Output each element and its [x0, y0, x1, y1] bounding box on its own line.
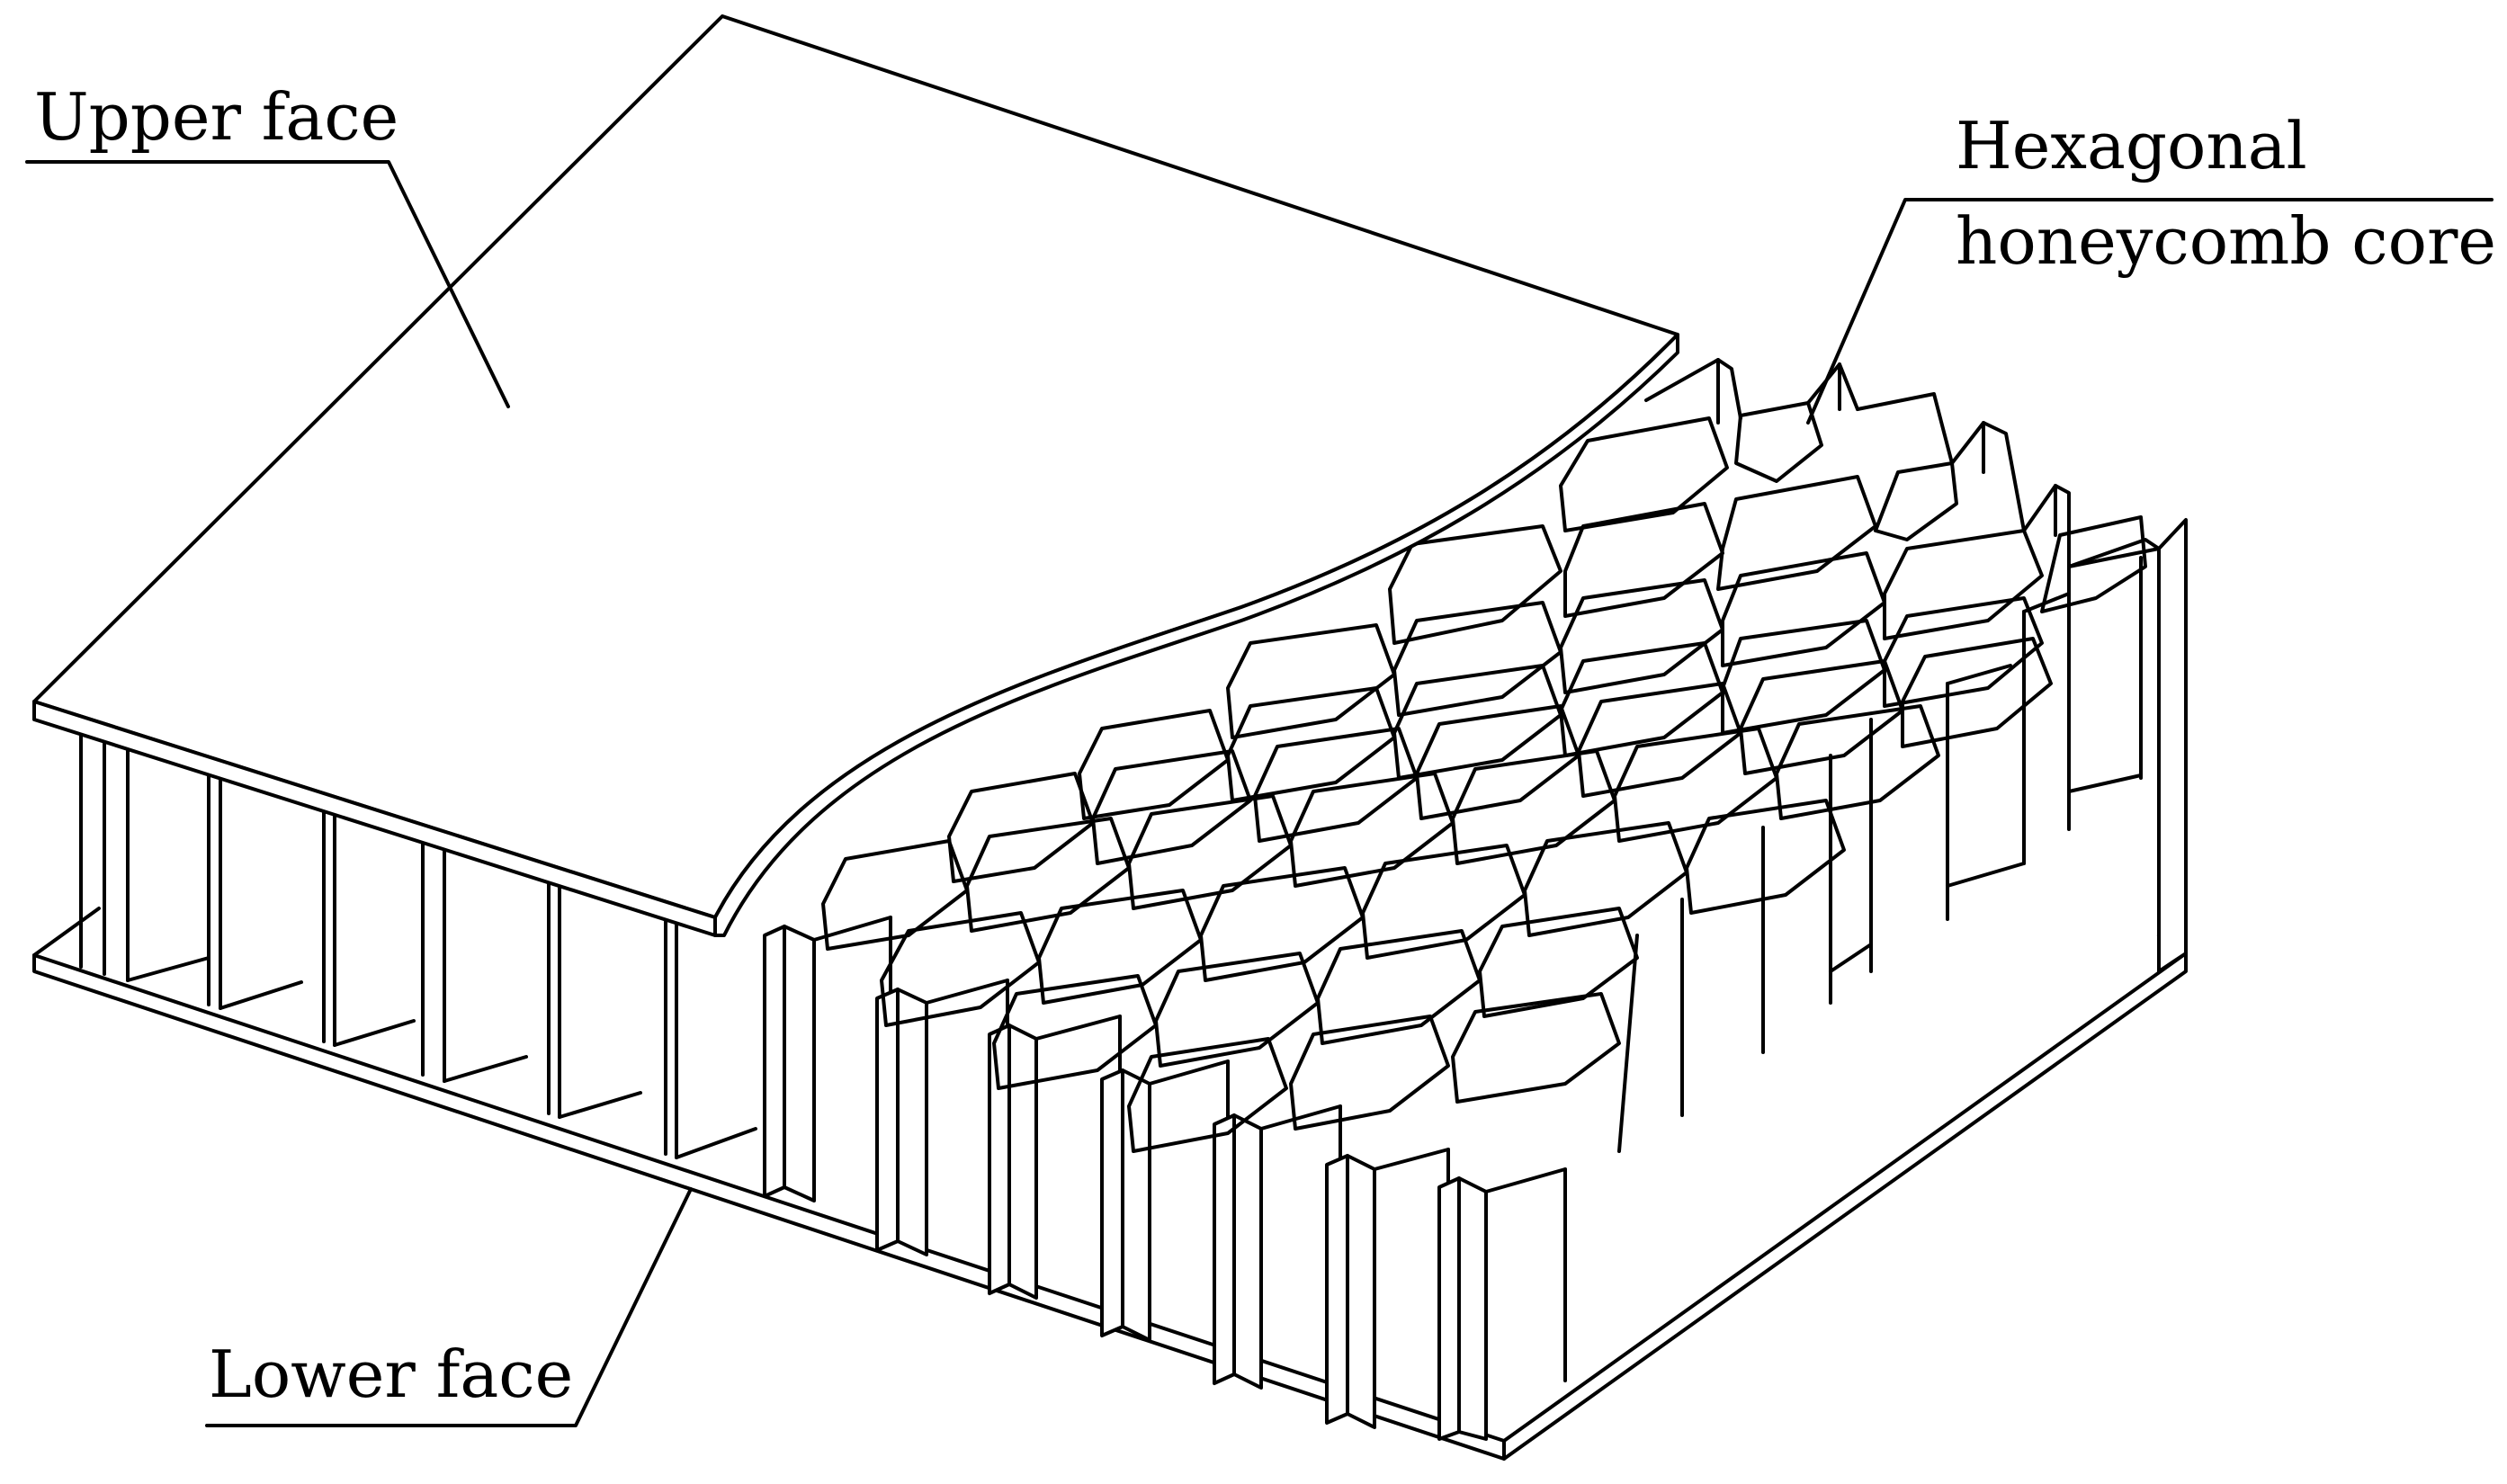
lower-sheet-back-left	[32, 907, 101, 957]
core-label-line1: Hexagonal	[1956, 108, 2307, 183]
core-front-strips	[763, 916, 1567, 1441]
lower-face-leader	[205, 1187, 693, 1427]
core-right-walls	[1617, 518, 2188, 1153]
core-label-line2: honeycomb core	[1956, 203, 2496, 279]
core-hex-cells	[821, 401, 2147, 1153]
upper-face-label: Upper face	[34, 79, 399, 155]
upper-face-leader	[25, 160, 510, 408]
core-left-walls	[79, 731, 757, 1159]
core-rear-zigzag	[1644, 358, 2161, 568]
upper-sheet-curl-edge	[713, 333, 1679, 937]
upper-face-sheet	[32, 14, 1679, 937]
leader-lines	[25, 160, 2494, 1427]
core-leader	[1806, 198, 2494, 425]
lower-face-label: Lower face	[209, 1336, 574, 1412]
lower-sheet-right-edge	[1502, 952, 2188, 1461]
honeycomb-core	[79, 358, 2188, 1441]
